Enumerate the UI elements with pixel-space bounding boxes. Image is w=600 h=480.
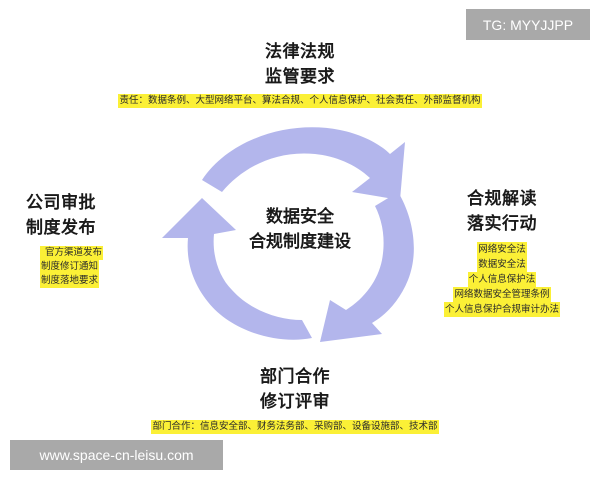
node-left-details: 官方渠道发布 制度修订通知 制度落地要求 <box>40 246 136 288</box>
node-bottom-title-line1: 部门合作 <box>260 367 330 387</box>
arrow-left-icon <box>162 198 312 340</box>
node-top-legal-regulation: 法律法规 监管要求 责任：数据条例、大型网络平台、算法合规、个人信息保护、社会责… <box>0 40 600 108</box>
node-right-title-line2: 落实行动 <box>467 214 537 234</box>
node-top-title-line1: 法律法规 <box>265 42 335 62</box>
watermark-bottom-left: www.space-cn-leisu.com <box>10 440 223 470</box>
node-top-title-line2: 监管要求 <box>265 67 335 87</box>
node-top-detail: 责任：数据条例、大型网络平台、算法合规、个人信息保护、社会责任、外部监督机构 <box>118 94 482 108</box>
cycle-arrows-diagram <box>162 127 414 342</box>
node-bottom-detail: 部门合作：信息安全部、财务法务部、采购部、设备设施部、技术部 <box>151 420 439 434</box>
node-right-title-line1: 合规解读 <box>467 189 537 209</box>
node-left-detail: 制度修订通知 <box>40 260 100 274</box>
node-left-title-line1: 公司审批 <box>26 193 96 213</box>
node-bottom-title-line2: 修订评审 <box>260 392 330 412</box>
node-left-company-approval: 公司审批 制度发布 官方渠道发布 制度修订通知 制度落地要求 <box>26 191 136 288</box>
node-left-detail: 制度落地要求 <box>40 274 100 288</box>
arrow-right-icon <box>320 192 414 342</box>
center-title-line2: 合规制度建设 <box>249 232 351 252</box>
node-right-detail: 网络数据安全管理条例 <box>453 287 551 302</box>
center-title: 数据安全 合规制度建设 <box>220 205 380 255</box>
watermark-top-right: TG: MYYJJPP <box>466 9 590 40</box>
arrow-top-icon <box>202 127 405 200</box>
node-left-title-line2: 制度发布 <box>26 218 96 238</box>
watermark-text: TG: MYYJJPP <box>482 16 574 33</box>
node-right-detail: 数据安全法 <box>477 257 527 272</box>
node-right-compliance-interpretation: 合规解读 落实行动 网络安全法 数据安全法 个人信息保护法 网络数据安全管理条例… <box>432 187 572 317</box>
node-left-detail: 官方渠道发布 <box>40 246 104 260</box>
node-right-detail: 网络安全法 <box>477 242 527 257</box>
center-title-line1: 数据安全 <box>266 207 334 227</box>
node-right-details: 网络安全法 数据安全法 个人信息保护法 网络数据安全管理条例 个人信息保护合规审… <box>443 242 560 317</box>
watermark-text: www.space-cn-leisu.com <box>39 447 194 463</box>
node-bottom-department-cooperation: 部门合作 修订评审 部门合作：信息安全部、财务法务部、采购部、设备设施部、技术部 <box>0 365 590 434</box>
node-right-detail: 个人信息保护合规审计办法 <box>443 302 560 317</box>
node-right-detail: 个人信息保护法 <box>467 272 537 287</box>
